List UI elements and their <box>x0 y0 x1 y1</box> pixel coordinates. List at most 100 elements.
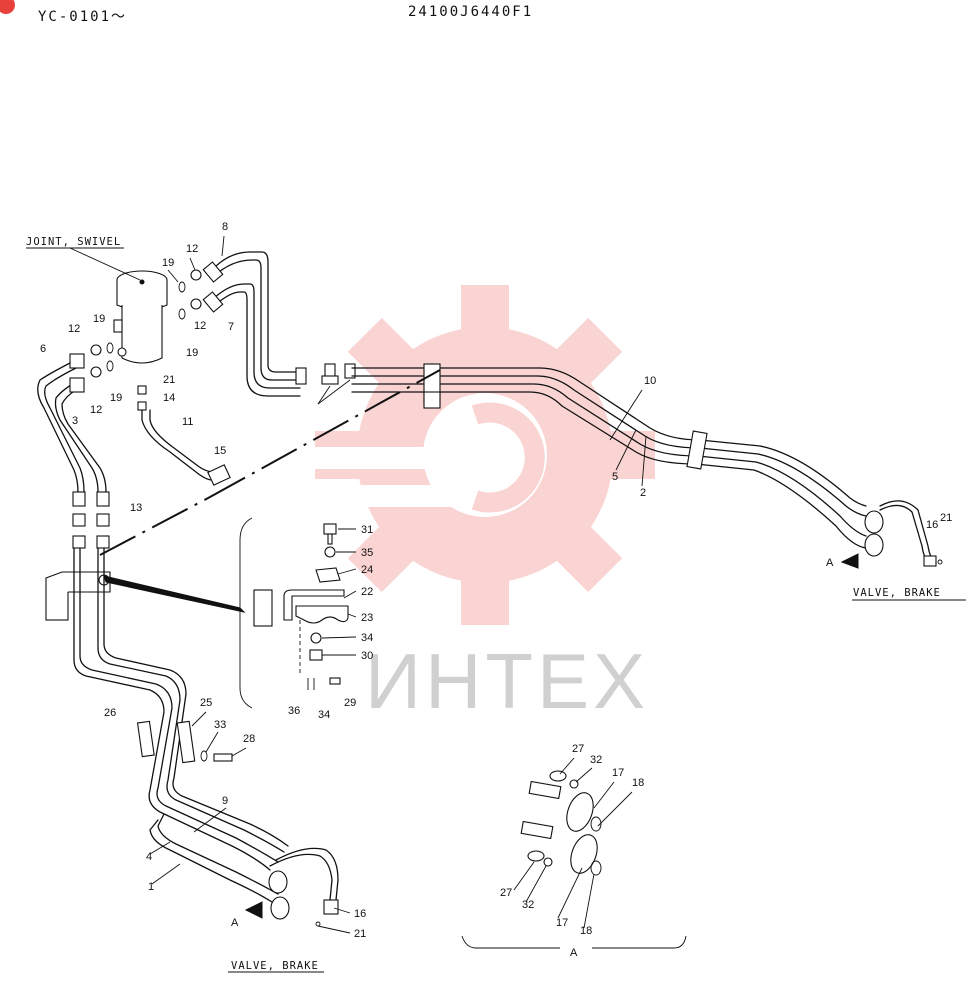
callout-number: 5 <box>612 471 618 483</box>
callout-leader <box>317 925 351 934</box>
callout-number: 32 <box>522 899 534 911</box>
callout-layer: 8121971912121963121921141115131052162131… <box>40 221 952 940</box>
callout-number: 18 <box>580 925 592 937</box>
callout-leader <box>609 389 643 441</box>
callout-leader <box>167 269 179 283</box>
callout-number: 3 <box>72 415 78 427</box>
callout-leader <box>193 807 227 833</box>
detail-leader-wedge <box>103 575 246 613</box>
callout-number: 26 <box>104 707 116 719</box>
callout-number: 36 <box>288 705 300 717</box>
callout-number: 22 <box>361 586 373 598</box>
callout-number: 21 <box>354 928 366 940</box>
caption-joint-swivel: JOINT, SWIVEL <box>26 236 121 248</box>
arrow-a-right-label: A <box>826 557 834 569</box>
view-a-detail <box>520 770 602 876</box>
callout-leader <box>337 568 357 575</box>
callout-number: 35 <box>361 547 373 559</box>
callout-number: 31 <box>361 524 373 536</box>
callout-leader <box>221 235 225 257</box>
callout-number: 27 <box>500 887 512 899</box>
callout-number: 12 <box>186 243 198 255</box>
serial-range: YC-0101～ <box>38 9 127 25</box>
callout-number: 33 <box>214 719 226 731</box>
callout-number: 15 <box>214 445 226 457</box>
callout-number: 1 <box>148 881 154 893</box>
callout-leader <box>575 767 593 783</box>
callout-number: 14 <box>163 392 175 404</box>
view-a-brace <box>461 935 687 949</box>
callout-leader <box>641 435 647 487</box>
callout-number: 7 <box>228 321 234 333</box>
callout-number: 4 <box>146 851 152 863</box>
arrow-a-right-icon <box>840 553 859 569</box>
callout-leader <box>557 867 583 919</box>
pipe-6-3 <box>37 353 107 493</box>
callout-number: 12 <box>68 323 80 335</box>
callout-leader <box>151 863 181 885</box>
callout-number: 27 <box>572 743 584 755</box>
leader-line <box>69 247 141 281</box>
callout-number: 19 <box>110 392 122 404</box>
pipe-8-7 <box>202 251 307 397</box>
arrow-a-left-label: A <box>231 917 239 929</box>
callout-number: 28 <box>243 733 255 745</box>
right-brake-valve-fittings <box>864 500 943 567</box>
callout-number: 25 <box>200 697 212 709</box>
drawing-number: 24100J6440F1 <box>408 4 533 20</box>
center-tee-fittings <box>317 363 356 405</box>
clamp-bracket <box>45 571 111 621</box>
callout-number: 12 <box>90 404 102 416</box>
watermark-text: ИНТЕХ <box>365 637 649 725</box>
callout-leader <box>321 636 357 639</box>
callout-number: 13 <box>130 502 142 514</box>
detail-clamp-assembly <box>253 523 349 690</box>
callout-number: 21 <box>940 512 952 524</box>
callout-leader <box>525 865 547 903</box>
callout-number: 19 <box>186 347 198 359</box>
callout-number: 12 <box>194 320 206 332</box>
view-a-label: A <box>570 947 578 959</box>
callout-number: 23 <box>361 612 373 624</box>
callout-leader <box>347 613 357 618</box>
callout-leader <box>597 791 633 827</box>
callout-number: 17 <box>556 917 568 929</box>
callout-number: 32 <box>590 754 602 766</box>
callout-number: 34 <box>361 632 373 644</box>
callout-number: 30 <box>361 650 373 662</box>
callout-number: 2 <box>640 487 646 499</box>
callout-number: 24 <box>361 564 373 576</box>
callout-number: 29 <box>344 697 356 709</box>
callout-number: 8 <box>222 221 228 233</box>
callout-number: 34 <box>318 709 330 721</box>
callout-number: 18 <box>632 777 644 789</box>
clamps-25-26 <box>136 720 233 764</box>
detail-brace <box>239 517 253 709</box>
callout-leader <box>191 711 207 727</box>
swivel-joint <box>113 270 168 364</box>
caption-valve-brake-right: VALVE, BRAKE <box>853 587 941 599</box>
fittings-13 <box>72 491 110 549</box>
callout-leader <box>593 781 615 809</box>
callout-number: 21 <box>163 374 175 386</box>
callout-number: 17 <box>612 767 624 779</box>
callout-leader <box>189 257 196 271</box>
arrow-a-left-icon <box>244 901 263 919</box>
callout-number: 9 <box>222 795 228 807</box>
callout-number: 16 <box>926 519 938 531</box>
caption-valve-brake-bottom: VALVE, BRAKE <box>231 960 319 972</box>
pipe-11 <box>141 409 231 486</box>
callout-leader <box>513 861 535 891</box>
callout-number: 19 <box>93 313 105 325</box>
callout-number: 11 <box>182 416 193 428</box>
pipe-10-5-2 <box>351 363 867 549</box>
pipe-9-4-1 <box>73 547 339 903</box>
callout-number: 19 <box>162 257 174 269</box>
callout-leader <box>205 731 219 753</box>
callout-number: 6 <box>40 343 46 355</box>
centerline <box>99 369 441 556</box>
callout-leader <box>583 873 595 929</box>
callout-leader <box>343 590 357 599</box>
corner-badge-icon <box>0 0 15 14</box>
